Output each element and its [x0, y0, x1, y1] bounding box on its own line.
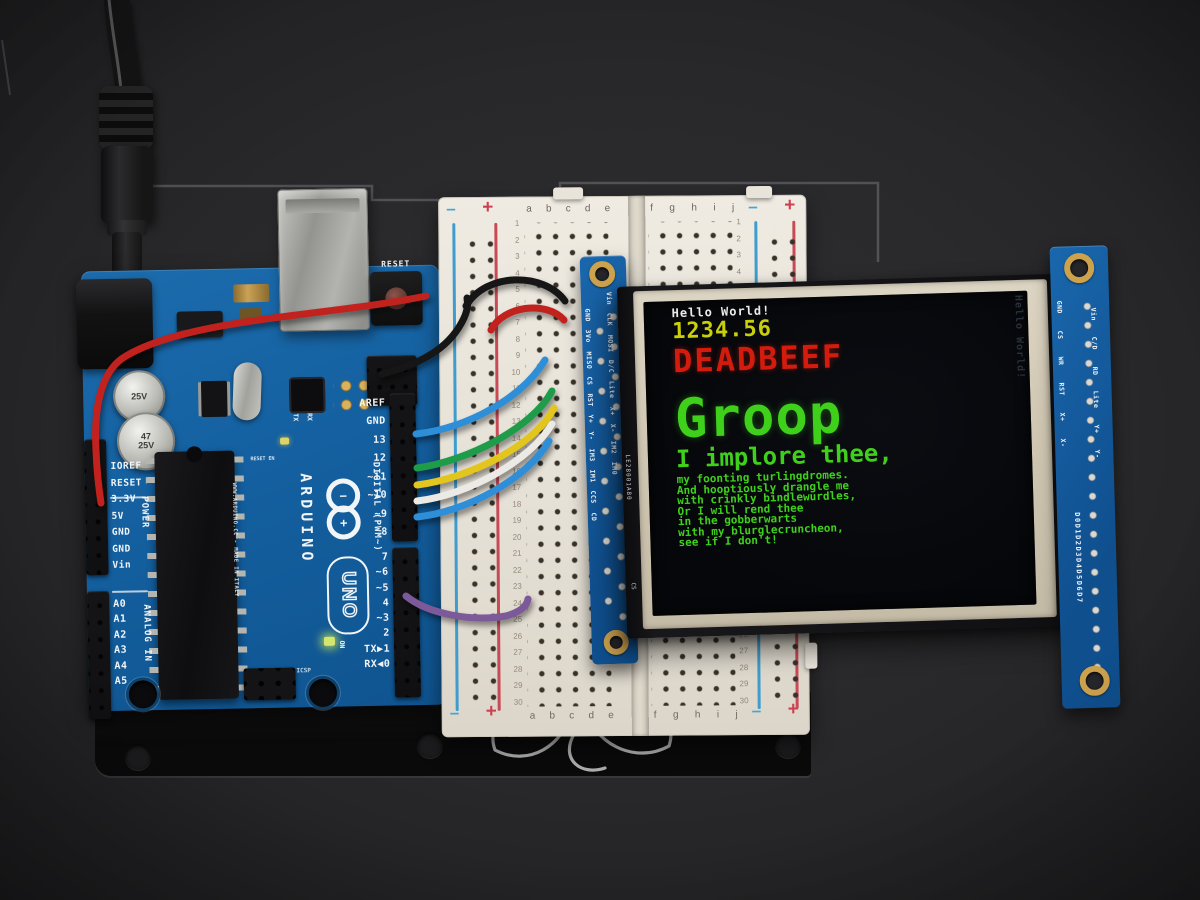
- pin-label: CS: [585, 376, 594, 386]
- wire-blue: [412, 356, 549, 438]
- wire-red-bridge: [487, 304, 568, 334]
- screen-hex-line: DEADBEEF: [672, 337, 844, 381]
- tft-display-module: LE28001A80 CS Hello World! 1234.56 DEADB…: [616, 273, 1086, 639]
- pin-label: MISO: [584, 350, 594, 369]
- pin-label: X+: [1058, 412, 1067, 422]
- flex-marking-text: LE28001A80: [623, 454, 633, 501]
- pin-label: Y+: [586, 414, 595, 424]
- pin-label: CS: [1055, 330, 1065, 340]
- pin-label: IM3: [587, 448, 597, 462]
- pin-label: RD: [1090, 366, 1100, 376]
- flex-marking-cs: CS: [629, 582, 637, 590]
- pin-label: Y+: [1092, 424, 1101, 434]
- plate-mount-hole: [775, 732, 801, 758]
- pin-label: GND: [1055, 300, 1064, 315]
- pin-label: D/C: [606, 359, 616, 374]
- mount-hole-gold: [1063, 252, 1095, 284]
- pin-label: CD: [589, 512, 598, 522]
- screen-ghost-text: Hello World!: [1012, 294, 1026, 380]
- plate-mount-hole: [417, 732, 443, 758]
- plate-mount-hole: [125, 744, 151, 770]
- wire-yellow: [413, 404, 558, 489]
- wire-purple: [402, 592, 532, 622]
- pin-label: C/D: [1090, 336, 1099, 351]
- pin-label: Y-: [1093, 449, 1102, 459]
- pin-label: Lite: [607, 381, 617, 400]
- mount-hole-gold: [603, 629, 630, 656]
- pin-label: X+: [608, 406, 617, 416]
- power-plug-strain-relief: [99, 86, 153, 150]
- wire-green: [413, 387, 556, 472]
- pin-label: IM0: [610, 461, 619, 476]
- pin-label: RST: [1057, 382, 1066, 396]
- pin-label: GND: [583, 308, 592, 322]
- tft-right-left-pin-labels: GND CS WR RST X+ X-: [1055, 301, 1068, 465]
- wire-black: [378, 294, 472, 378]
- pin-label: IM1: [588, 469, 597, 484]
- pin-label: WR: [1056, 356, 1065, 366]
- pin-label: RST: [585, 393, 595, 407]
- wire-white: [413, 420, 556, 505]
- pin-label: CLK: [605, 313, 614, 327]
- tft-screen: Hello World! 1234.56 DEADBEEF Groop I im…: [643, 290, 1037, 616]
- power-cable: [103, 0, 142, 108]
- pin-label: Vin: [1089, 307, 1098, 322]
- wire-red-long: [92, 292, 430, 507]
- pin-label: X-: [1058, 438, 1068, 448]
- pin-label: X-: [608, 423, 618, 433]
- pin-label: 3Vo: [583, 329, 593, 344]
- power-plug-body: [101, 146, 153, 224]
- screen-text-block: Hello World! 1234.56 DEADBEEF Groop I im…: [671, 296, 1026, 549]
- mount-hole-gold: [1079, 665, 1111, 697]
- mount-hole-gold: [588, 260, 616, 288]
- pin-label: MOSI: [606, 334, 615, 353]
- wire-blue-2: [413, 437, 553, 521]
- pin-label: IM2: [609, 440, 618, 454]
- pin-label: CCS: [588, 490, 598, 505]
- pin-label: Vin: [604, 291, 614, 306]
- screen-groop-line: Groop: [673, 382, 844, 451]
- pin-label: Lite: [1091, 390, 1101, 409]
- screen-poem-lines: my foonting turlingdromes.And hooptiousl…: [676, 465, 1026, 549]
- wire-black-bridge: [462, 276, 569, 310]
- pin-label: Y-: [587, 431, 596, 441]
